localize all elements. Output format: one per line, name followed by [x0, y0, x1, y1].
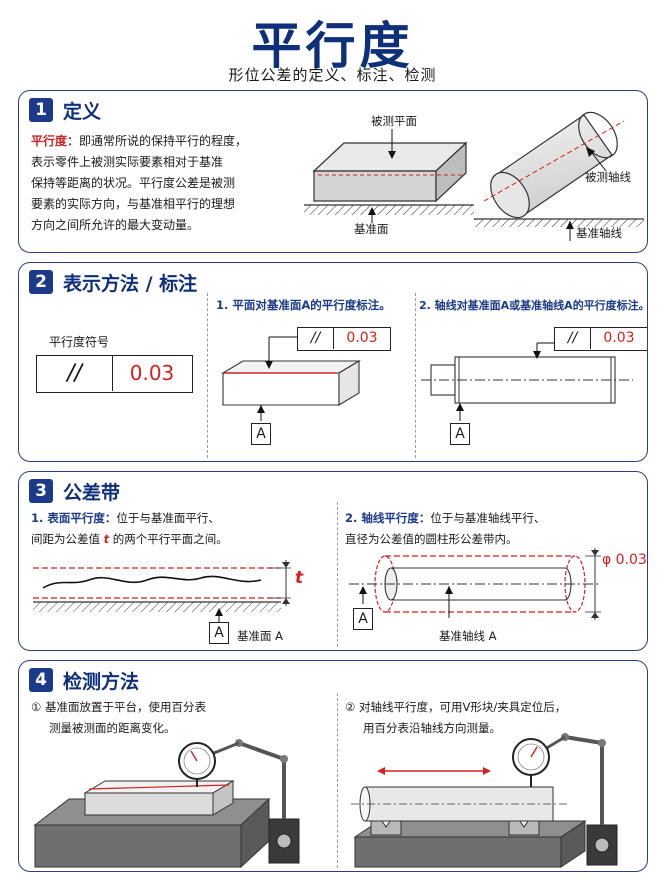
section-tolerance-zone: 3 公差带 1. 表面平行度：位于与基准面平行、 间距为公差值 t 的两个平行平…	[18, 471, 648, 651]
tolerance-value: 0.03	[346, 330, 378, 346]
divider	[207, 293, 208, 458]
zone-surface-line-2a: 间距为公差值	[31, 532, 104, 546]
section-heading: 2 表示方法 / 标注	[29, 269, 197, 295]
t-dimension: t	[295, 568, 304, 588]
section-title: 检测方法	[63, 670, 140, 693]
parallel-symbol: //	[555, 328, 591, 349]
plate-notation-drawing	[221, 336, 361, 421]
label-datum-plane: 基准面	[354, 222, 389, 236]
section-heading: 3 公差带	[29, 478, 120, 504]
parallel-symbol: //	[37, 356, 113, 391]
definition-line-3: 保持等距离的状况。平行度公差是被测	[31, 176, 236, 190]
tolerance-frame-plane: // 0.03	[297, 327, 391, 351]
datum-box-a: A	[353, 608, 373, 630]
method-2-line-1: ② 对轴线平行度，可用V形块/夹具定位后，	[345, 700, 567, 714]
datum-letter: A	[455, 426, 465, 442]
axis-zone-dimension: φ 0.03	[602, 552, 647, 568]
label-measured-plane: 被测平面	[371, 114, 417, 128]
section-title: 定义	[63, 100, 102, 123]
definition-line-4: 要素的实际方向，与基准相平行的理想	[31, 197, 236, 211]
header: 平行度 形位公差的定义、标注、检测	[0, 0, 665, 92]
parallel-symbol: //	[298, 328, 334, 349]
zone-axis-text: 2. 轴线平行度：位于与基准轴线平行、 直径为公差值的圆柱形公差带内。	[345, 508, 645, 550]
surface-zone-drawing	[33, 560, 291, 622]
method-1-line-2: 测量被测面的距离变化。	[49, 721, 176, 735]
section-number: 2	[29, 270, 53, 294]
divider	[415, 293, 416, 458]
datum-letter: A	[214, 625, 224, 641]
dial-indicator-shaft-drawing	[351, 733, 618, 868]
datum-letter: A	[358, 611, 368, 627]
definition-line-5: 方向之间所允许的最大变动量。	[31, 218, 200, 232]
page-title: 平行度	[251, 17, 414, 75]
tolerance-frame-large: // 0.03	[36, 355, 193, 393]
datum-letter: A	[256, 426, 266, 442]
definition-text: 平行度：即通常所说的保持平行的程度， 表示零件上被测实际要素相对于基准 保持等距…	[31, 131, 301, 236]
section-number: 3	[29, 479, 53, 503]
section-number: 4	[29, 668, 53, 692]
method-1-text: ① 基准面放置于平台，使用百分表 测量被测面的距离变化。	[31, 697, 331, 739]
section-notation: 2 表示方法 / 标注 平行度符号 // 0.03 1. 平面对基准面A的平行度…	[18, 262, 648, 462]
datum-box-a: A	[450, 423, 470, 445]
tolerance-value: 0.03	[129, 361, 175, 385]
datum-axis-label: 基准轴线 A	[439, 629, 497, 643]
shaft-notation-drawing	[421, 342, 633, 421]
zone-surface-text: 1. 表面平行度：位于与基准面平行、 间距为公差值 t 的两个平行平面之间。	[31, 508, 331, 550]
notation-case-1: 1. 平面对基准面A的平行度标注。	[216, 298, 391, 312]
dial-indicator-plate-drawing	[33, 739, 300, 869]
page-subtitle: 形位公差的定义、标注、检测	[228, 66, 437, 84]
zone-axis-line-2: 直径为公差值的圆柱形公差带内。	[345, 532, 518, 546]
cylinder-parallel-diagram	[474, 111, 644, 241]
section-title: 表示方法 / 标注	[63, 272, 198, 295]
label-datum-axis: 基准轴线	[576, 226, 622, 240]
zone-surface-t: t	[103, 532, 110, 546]
zone-surface-head: 1. 表面平行度：	[31, 511, 117, 525]
section-inspection: 4 检测方法 ① 基准面放置于平台，使用百分表 测量被测面的距离变化。 ② 对轴…	[18, 660, 648, 872]
zone-surface-line-1: 位于与基准面平行、	[116, 511, 220, 525]
zone-axis-head: 2. 轴线平行度：	[345, 511, 431, 525]
section-heading: 4 检测方法	[29, 667, 139, 693]
section-heading: 1 定义	[29, 97, 101, 123]
section-title: 公差带	[63, 481, 121, 504]
divider	[337, 693, 338, 868]
divider	[337, 502, 338, 647]
definition-term: 平行度：	[31, 134, 80, 148]
definition-line-1: 即通常所说的保持平行的程度，	[79, 134, 248, 148]
section-number: 1	[29, 98, 53, 122]
axis-zone-drawing	[349, 548, 601, 620]
method-2-line-2: 用百分表沿轴线方向测量。	[363, 721, 501, 735]
definition-line-2: 表示零件上被测实际要素相对于基准	[31, 155, 224, 169]
notation-case-2: 2. 轴线对基准面A或基准轴线A的平行度标注。	[419, 299, 648, 312]
method-2-text: ② 对轴线平行度，可用V形块/夹具定位后， 用百分表沿轴线方向测量。	[345, 697, 645, 739]
datum-box-a: A	[251, 423, 271, 445]
datum-plane-label: 基准面 A	[237, 629, 284, 643]
symbol-label: 平行度符号	[49, 335, 110, 349]
tolerance-frame-axis: // 0.03	[554, 327, 647, 351]
plate-parallel-diagram	[304, 129, 474, 223]
method-1-line-1: ① 基准面放置于平台，使用百分表	[31, 700, 206, 714]
section-definition: 1 定义 平行度：即通常所说的保持平行的程度， 表示零件上被测实际要素相对于基准…	[18, 90, 648, 253]
tolerance-value: 0.03	[603, 330, 635, 346]
zone-surface-line-2b: 的两个平行平面之间。	[109, 532, 228, 546]
datum-box-a: A	[209, 622, 229, 644]
zone-axis-line-1: 位于与基准轴线平行、	[430, 511, 546, 525]
label-measured-axis: 被测轴线	[585, 170, 631, 184]
